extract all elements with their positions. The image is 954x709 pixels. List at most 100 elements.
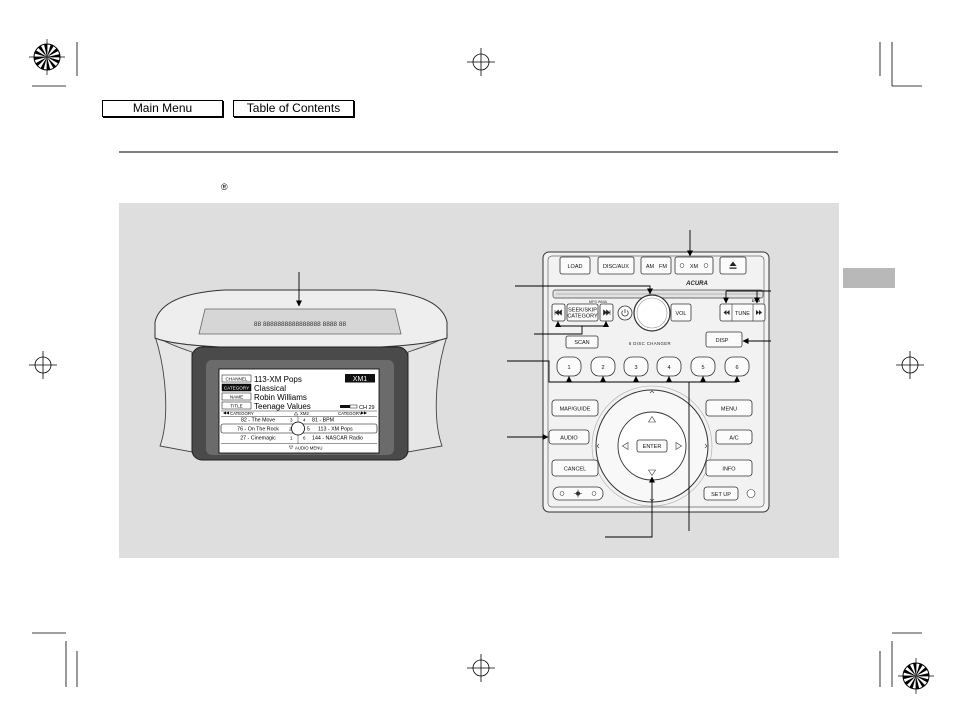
brand-logo: ACURA: [685, 281, 708, 287]
preset-button-2: 2: [590, 356, 616, 377]
svg-text:CANCEL: CANCEL: [564, 467, 586, 473]
arrow-left-icon: [621, 441, 629, 451]
svg-text:DISP: DISP: [716, 338, 729, 344]
svg-text:6: 6: [735, 365, 738, 371]
skip-forward-icon: [756, 310, 762, 315]
crosshair-icon: [896, 351, 924, 379]
svg-text:FM: FM: [659, 264, 667, 270]
svg-text:SEEK/SKIP: SEEK/SKIP: [568, 308, 597, 314]
screen-row-value: Classical: [254, 384, 286, 393]
preset-button-1: 1: [556, 356, 582, 377]
am-fm-button: AM FM: [640, 256, 672, 275]
cancel-button: CANCEL: [551, 459, 599, 477]
svg-text:4: 4: [667, 365, 670, 371]
segment-display-readout: 88 8888888888888888 8888 88: [254, 321, 347, 328]
screen-row-label: TITLE: [230, 404, 243, 409]
dashboard-illustration: 88 8888888888888888 8888 88 CHANNEL 113-…: [154, 272, 448, 461]
svg-text:6: 6: [303, 436, 306, 441]
list-item: 27 - Cinemagic 1: [240, 436, 293, 442]
main-menu-button[interactable]: Main Menu: [102, 100, 223, 117]
seek-skip-category-button: SEEK/SKIP CATEGORY: [566, 303, 599, 322]
list-item: 82 - The Move 3: [241, 418, 293, 424]
svg-text:76 - On The Rock: 76 - On The Rock: [237, 427, 279, 433]
format-logo: MP3 WMA: [589, 300, 608, 304]
category-next-label: CATEGORY: [338, 411, 362, 416]
svg-text:AM: AM: [646, 264, 655, 270]
svg-text:ENTER: ENTER: [643, 444, 662, 450]
screen-row-label: CATEGORY: [224, 386, 249, 391]
callout-interface-dial: [605, 476, 655, 538]
disp-button: DISP: [705, 331, 743, 348]
svg-text:3: 3: [290, 418, 293, 423]
screen-row-name: NAME Robin Williams: [221, 392, 307, 402]
screen-row-label: NAME: [230, 395, 243, 400]
auxiliary-knob: [746, 489, 756, 498]
svg-text:VOL: VOL: [675, 311, 686, 317]
callout-lines: [507, 230, 771, 538]
section-tab: [843, 268, 895, 288]
svg-text:3: 3: [634, 365, 637, 371]
list-item: 76 - On The Rock 2: [237, 427, 292, 433]
screen-row-value: 113-XM Pops: [254, 375, 302, 384]
svg-text:82 - The Move: 82 - The Move: [241, 418, 275, 424]
svg-text:INFO: INFO: [722, 467, 736, 473]
scan-button: SCAN: [565, 335, 599, 349]
callout-seek-skip: [534, 326, 583, 335]
screen-row-value: Robin Williams: [254, 393, 307, 402]
selector-knob-indicator: [291, 421, 305, 436]
screen-row-category: CATEGORY Classical: [221, 383, 286, 393]
svg-text:CATEGORY: CATEGORY: [567, 314, 598, 320]
svg-text:A/C: A/C: [729, 436, 738, 442]
arrow-up-icon: [293, 411, 299, 416]
preset-button-6: 6: [724, 356, 750, 377]
crosshair-icon: [29, 351, 57, 379]
skip-back-icon: [223, 411, 229, 415]
screen-row-label: CHANNEL: [226, 377, 248, 382]
svg-text:5: 5: [701, 365, 704, 371]
arrow-down-icon: [288, 445, 294, 450]
category-prev-label: CATEGORY: [230, 411, 254, 416]
arrow-up-icon: [647, 415, 657, 423]
setup-button: SET UP: [703, 486, 739, 501]
segment-display-band: [198, 308, 402, 335]
svg-text:1: 1: [567, 365, 570, 371]
preset-button-3: 3: [623, 356, 649, 377]
vol-button: VOL: [670, 303, 692, 322]
right-wing: [407, 334, 448, 453]
svg-text:MAP/GUIDE: MAP/GUIDE: [560, 407, 591, 413]
callout-preset-buttons: [507, 360, 737, 383]
svg-text:SET UP: SET UP: [711, 492, 731, 498]
svg-text:CH 29: CH 29: [359, 405, 375, 411]
svg-text:1: 1: [290, 436, 293, 441]
skip-back-button: [551, 303, 566, 322]
skip-forward-button: [599, 303, 614, 322]
audio-menu-label: AUDIO MENU: [295, 446, 322, 451]
svg-text:DISC/AUX: DISC/AUX: [603, 264, 629, 270]
tune-button: TUNE: [719, 303, 766, 322]
svg-text:XM: XM: [690, 264, 699, 270]
svg-text:2: 2: [289, 427, 292, 432]
callout-volume-knob: [515, 285, 653, 295]
svg-text:TUNE: TUNE: [735, 311, 750, 317]
svg-text:5: 5: [307, 427, 310, 433]
svg-text:SCAN: SCAN: [574, 340, 589, 346]
arrow-right-icon: [675, 441, 683, 451]
audio-button: AUDIO: [548, 429, 590, 445]
svg-text:27 - Cinemagic: 27 - Cinemagic: [240, 436, 276, 442]
screen-row-value: Teenage Values: [254, 402, 311, 411]
skip-forward-icon: [361, 411, 367, 415]
svg-text:113 - XM Pops: 113 - XM Pops: [318, 427, 353, 433]
menu-button: MENU: [705, 399, 753, 417]
info-button: INFO: [705, 459, 753, 477]
registration-mark-icon: [898, 658, 934, 694]
eject-button: [719, 256, 747, 275]
xm-button: XM: [674, 256, 714, 275]
volume-knob: [633, 294, 671, 332]
svg-text:2: 2: [601, 365, 604, 371]
crop-marks: [32, 42, 922, 687]
changer-label: 6 DISC CHANGER: [629, 341, 671, 346]
svg-text:144 - NASCAR Radio: 144 - NASCAR Radio: [312, 436, 363, 442]
table-of-contents-button[interactable]: Table of Contents: [233, 100, 354, 117]
svg-text:AUDIO: AUDIO: [560, 436, 578, 442]
